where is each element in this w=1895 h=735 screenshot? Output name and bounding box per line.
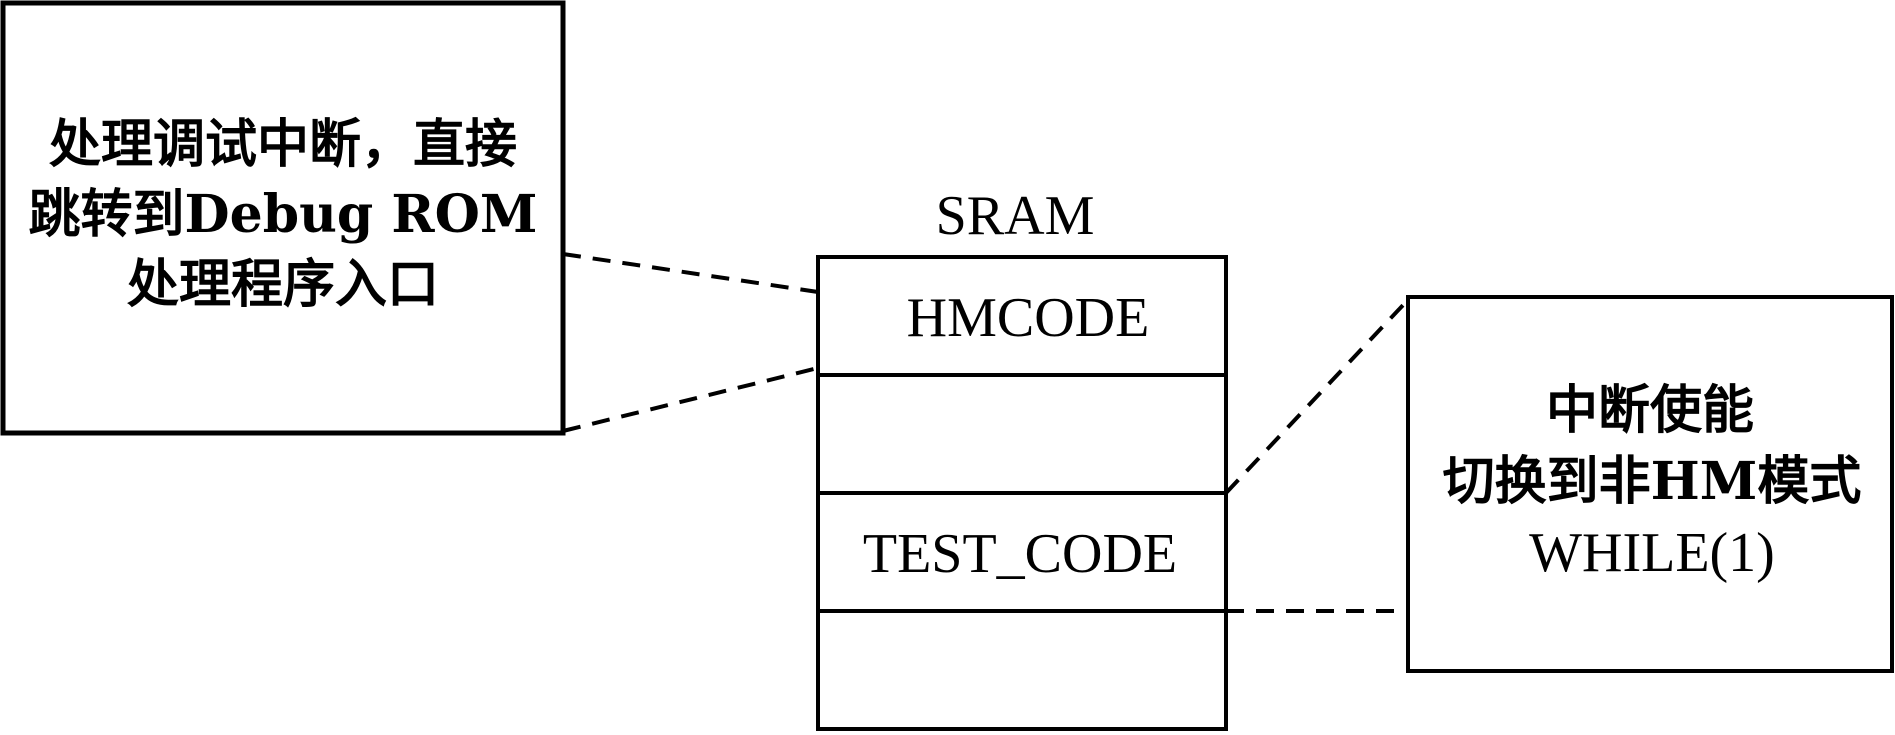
- sram-cell-1: [816, 373, 1228, 495]
- left-note: 处理调试中断，直接 跳转到Debug ROM 处理程序入口: [0, 0, 566, 436]
- left-note-line-1: 处理调试中断，直接: [49, 114, 517, 175]
- right-note-box: [1406, 295, 1894, 673]
- sram-cell-2-label: TEST_CODE: [863, 523, 1177, 585]
- right-note-line-2: 切换到非HM模式: [1443, 451, 1862, 512]
- left-note-line-3: 处理程序入口: [127, 254, 439, 315]
- left-note-line-2: 跳转到Debug ROM: [29, 184, 538, 245]
- sram-block: HMCODE TEST_CODE: [816, 255, 1228, 731]
- right-note-line-3: WHILE(1): [1529, 522, 1775, 584]
- connector-left-top: [562, 252, 819, 294]
- sram-cell-3: [816, 609, 1228, 731]
- right-note-line-1: 中断使能: [1546, 380, 1754, 441]
- sram-title: SRAM: [936, 185, 1095, 247]
- sram-cell-0-label: HMCODE: [907, 287, 1150, 349]
- connector-right-top: [1224, 301, 1407, 495]
- left-note-box: [0, 0, 566, 436]
- connector-left-bottom: [562, 366, 819, 433]
- right-note: 中断使能 切换到非HM模式 WHILE(1): [1406, 295, 1894, 673]
